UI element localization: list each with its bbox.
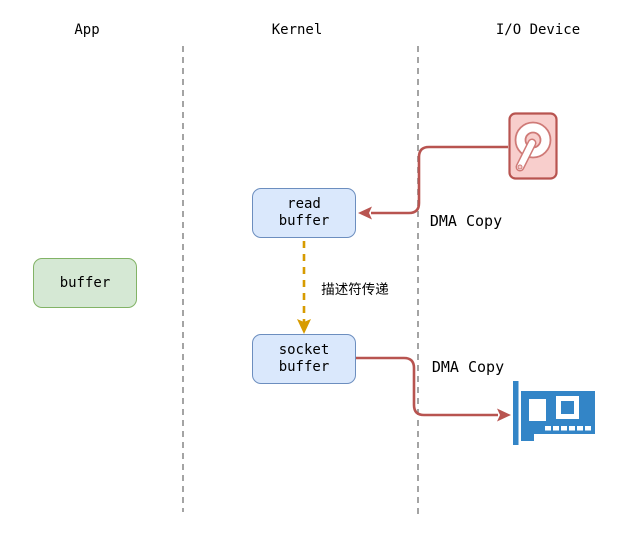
node-app-buffer-label: buffer — [59, 274, 111, 291]
edge-disk-to-read-buffer — [371, 145, 508, 215]
node-socket-buffer-label: socket buffer — [278, 342, 330, 375]
arrowhead-into-socket-buffer — [297, 319, 311, 334]
node-read-buffer: read buffer — [252, 188, 356, 238]
lane-label-kernel: Kernel — [271, 22, 323, 38]
node-app-buffer: buffer — [33, 258, 137, 308]
edge-label-dma-copy-top: DMA Copy — [429, 212, 503, 230]
lane-label-io-device: I/O Device — [495, 22, 581, 38]
arrowhead-into-nic — [497, 408, 511, 422]
edge-label-descriptor-pass: 描述符传递 — [321, 282, 389, 298]
network-card-icon — [513, 381, 595, 445]
arrowhead-into-read-buffer — [358, 206, 372, 220]
node-read-buffer-label: read buffer — [278, 196, 330, 229]
hard-disk-icon — [508, 112, 558, 180]
edge-label-dma-copy-bottom: DMA Copy — [431, 358, 505, 376]
node-socket-buffer: socket buffer — [252, 334, 356, 384]
lane-label-app: App — [74, 22, 100, 38]
edge-socket-to-nic — [356, 356, 498, 417]
